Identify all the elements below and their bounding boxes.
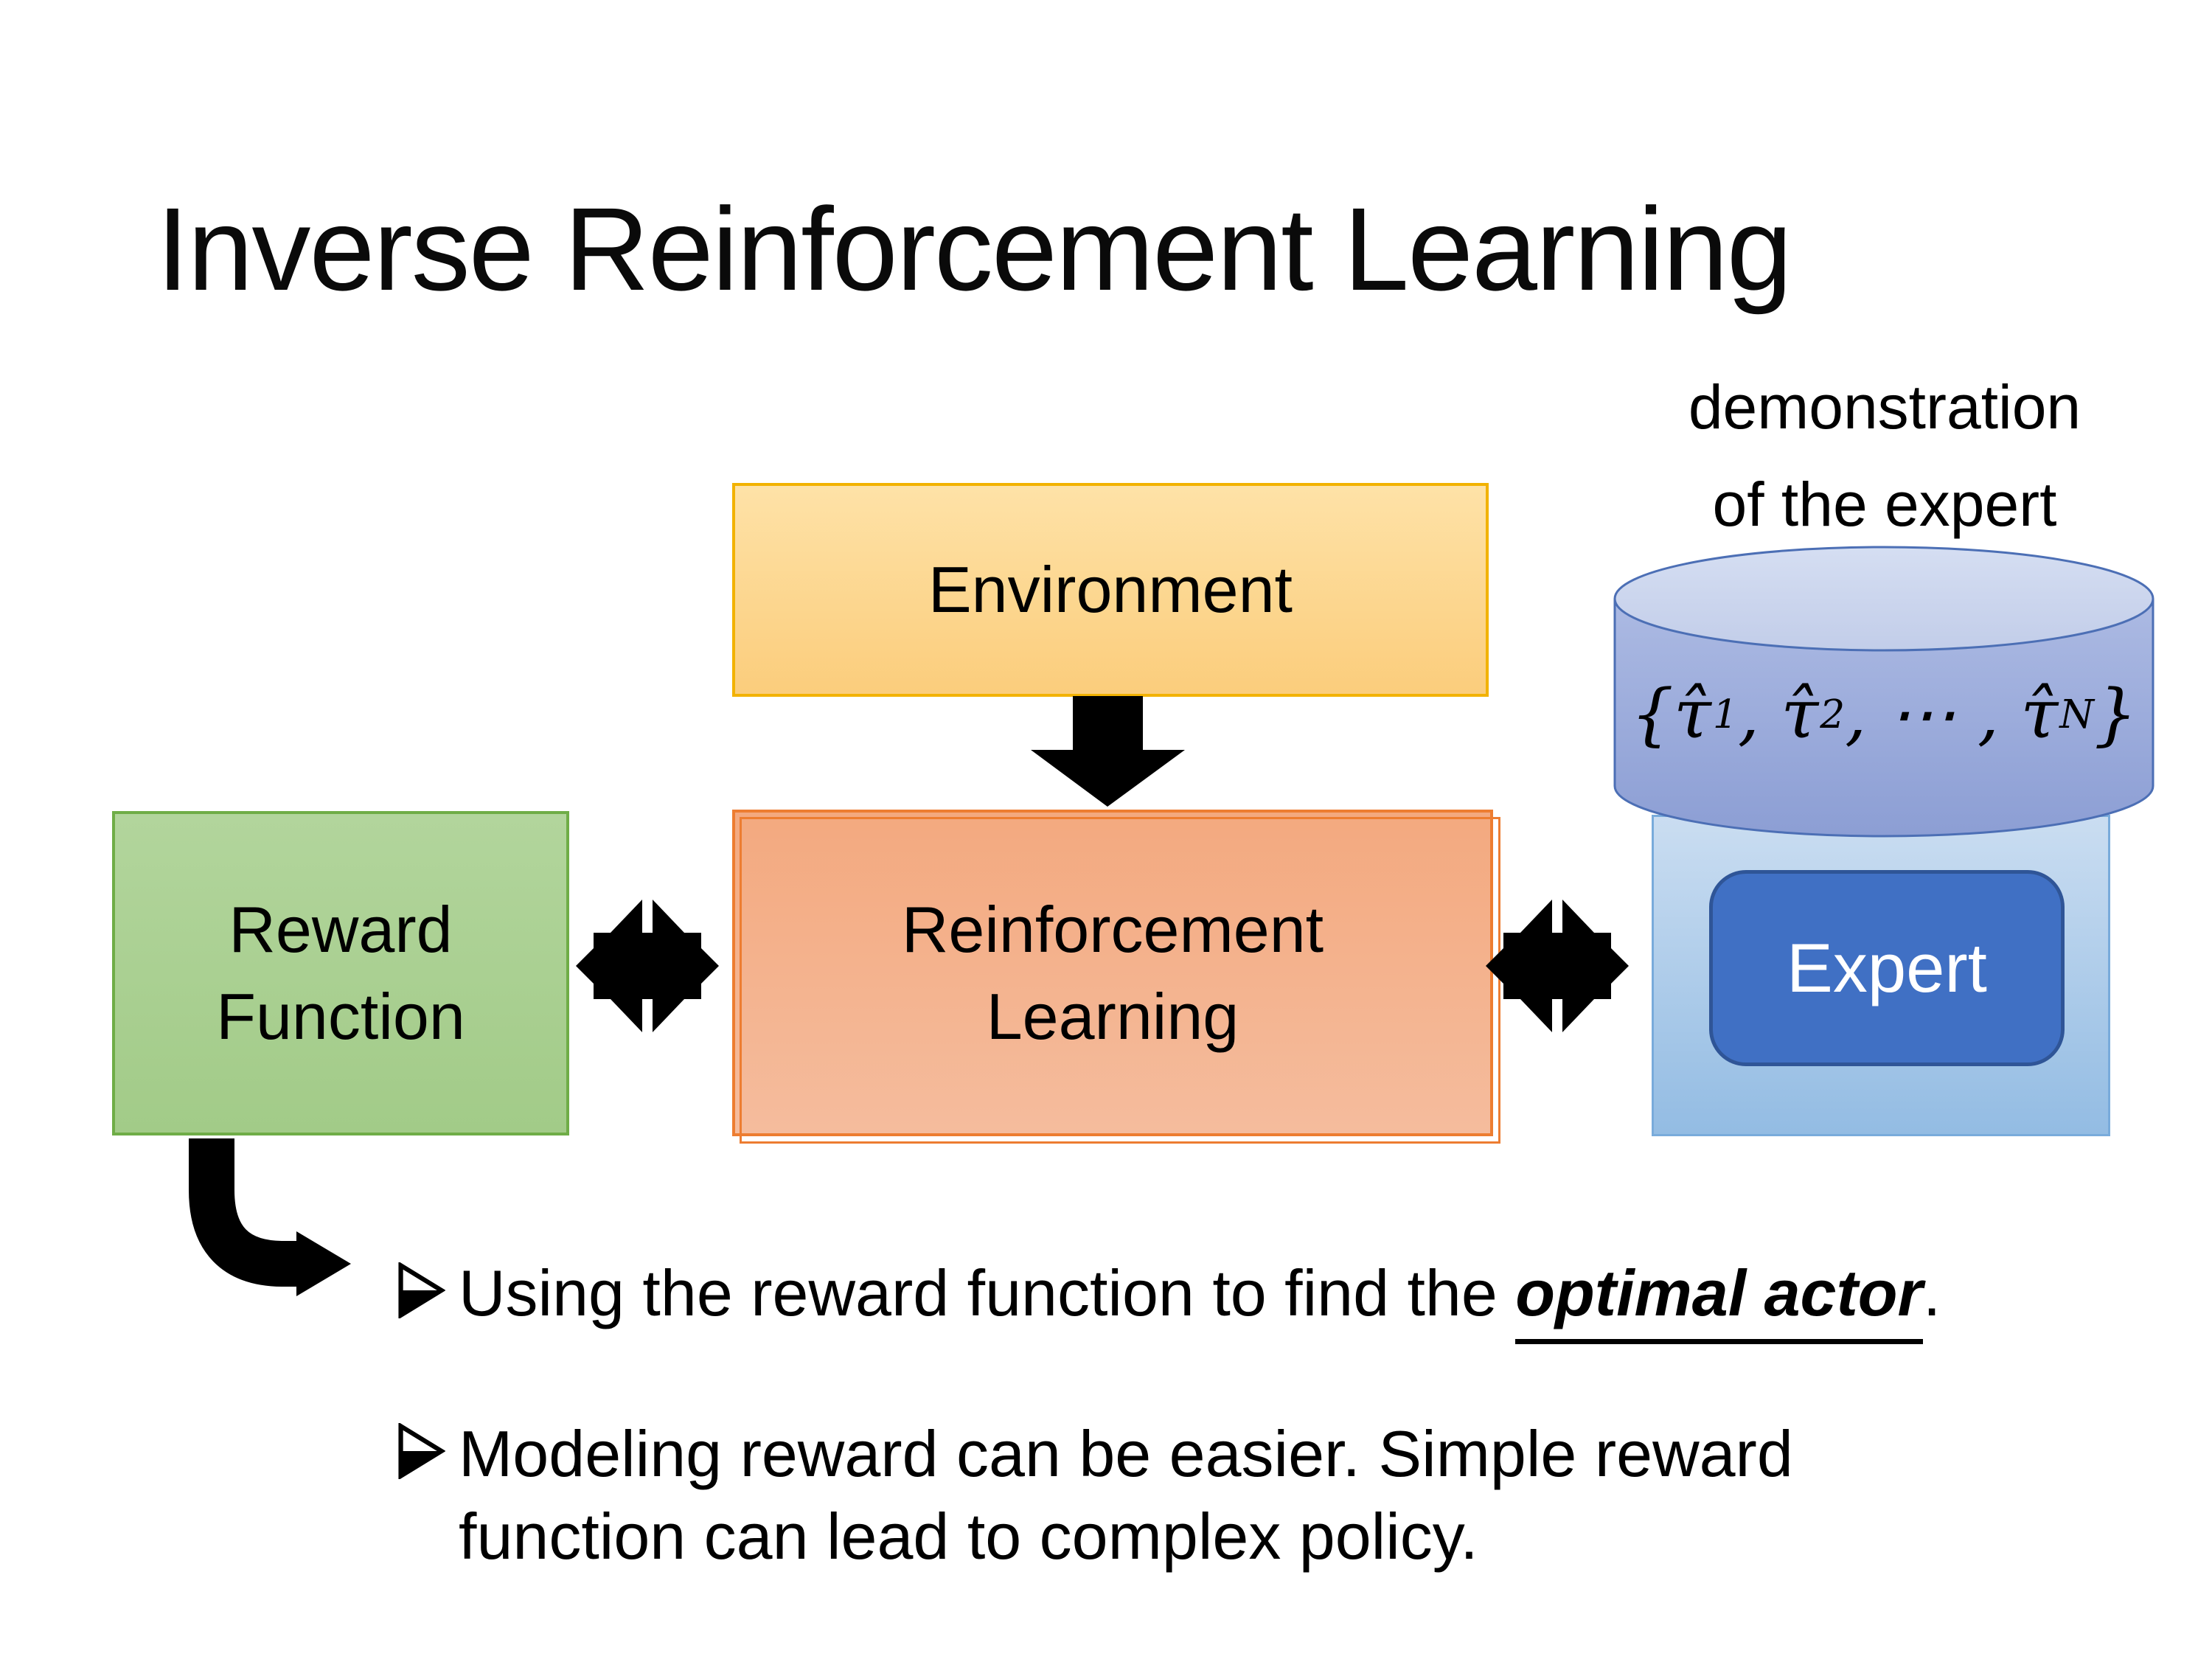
reinforcement-learning-node: Reinforcement Learning bbox=[732, 810, 1493, 1136]
double-arrow-left-icon bbox=[576, 900, 719, 1032]
reward-function-node: Reward Function bbox=[112, 811, 569, 1135]
bullet-2-line-2: function can lead to complex policy. bbox=[459, 1500, 1478, 1573]
elbow-arrow-icon bbox=[189, 1138, 351, 1296]
formula-part: {τ̂ bbox=[1630, 674, 1711, 754]
arrowhead-bullet-icon bbox=[398, 1262, 445, 1318]
down-arrow-icon bbox=[1031, 696, 1185, 807]
rl-label-line-1: Reinforcement bbox=[901, 892, 1324, 966]
expert-label: Expert bbox=[1787, 929, 1987, 1006]
demonstration-database-cylinder-icon bbox=[1613, 546, 2154, 838]
formula-sub: 2 bbox=[1820, 690, 1846, 737]
bullet-1-pre: Using the reward function to find the bbox=[459, 1256, 1516, 1329]
arrowhead-bullet-icon bbox=[398, 1423, 445, 1479]
formula-sub: 1 bbox=[1712, 690, 1738, 737]
page-title: Inverse Reinforcement Learning bbox=[156, 183, 1792, 315]
bullet-1-post: . bbox=[1922, 1256, 1941, 1329]
bullet-2-text: Modeling reward can be easier. Simple re… bbox=[459, 1413, 1793, 1578]
bullet-item-1: Using the reward function to find the op… bbox=[398, 1252, 1941, 1344]
expert-node: Expert bbox=[1709, 870, 2065, 1066]
formula-sub: N bbox=[2059, 690, 2094, 737]
annotation-line-1: demonstration bbox=[1688, 372, 2081, 442]
bullet-1-text: Using the reward function to find the op… bbox=[459, 1252, 1941, 1344]
bullet-2-line-1: Modeling reward can be easier. Simple re… bbox=[459, 1417, 1793, 1490]
reward-label-line-1: Reward bbox=[229, 893, 453, 966]
formula-part: , τ̂ bbox=[1737, 674, 1819, 754]
environment-node: Environment bbox=[732, 483, 1489, 697]
bullet-1-emphasis: optimal actor bbox=[1515, 1252, 1923, 1344]
rl-label-line-2: Learning bbox=[986, 979, 1239, 1053]
formula-part: } bbox=[2094, 674, 2138, 754]
formula-part: , ⋯ , τ̂ bbox=[1845, 674, 2059, 754]
environment-label: Environment bbox=[928, 553, 1293, 626]
bullet-item-2: Modeling reward can be easier. Simple re… bbox=[398, 1413, 1793, 1578]
demonstration-annotation: demonstration of the expert bbox=[1585, 358, 2184, 553]
rl-node-offset-outline bbox=[740, 817, 1500, 1144]
trajectory-set-formula: {τ̂1, τ̂2, ⋯ , τ̂N} bbox=[1612, 640, 2156, 787]
reward-label-line-2: Function bbox=[216, 980, 465, 1053]
annotation-line-2: of the expert bbox=[1712, 470, 2057, 539]
double-arrow-right-icon bbox=[1486, 900, 1629, 1032]
